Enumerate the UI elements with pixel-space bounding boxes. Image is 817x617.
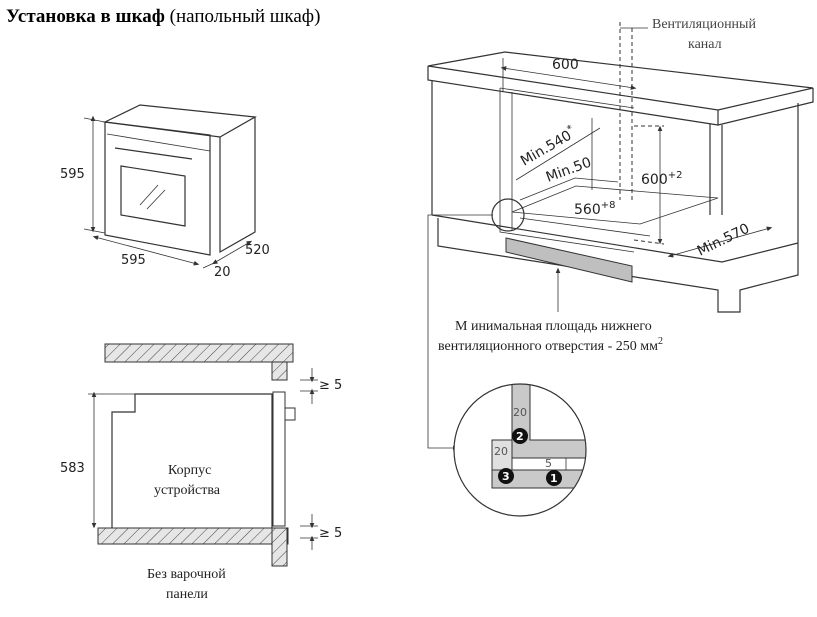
inner-width-label: 560+8: [574, 200, 615, 218]
niche-shelf: [511, 185, 719, 225]
marker-3: [498, 468, 514, 484]
min50-label: Min.50: [544, 155, 594, 186]
oven-top: [102, 104, 257, 138]
detail-5: 5: [545, 457, 552, 470]
depth-dim-line: [211, 240, 253, 265]
body-label-1: Корпус: [168, 463, 211, 478]
title-normal: (напольный шкаф): [169, 6, 321, 27]
oven-side: [219, 117, 256, 254]
note-label-1: Без варочной: [147, 567, 226, 582]
marker-3-label: 3: [502, 470, 510, 483]
note-label-2: панели: [166, 587, 208, 602]
detail-20-top: 20: [513, 406, 527, 419]
vent-area-label-2: вентиляционного отверстия - 250 мм2: [438, 336, 663, 354]
marker-2-label: 2: [516, 430, 524, 443]
marker-1-label: 1: [550, 472, 558, 485]
detail-20-left: 20: [494, 445, 508, 458]
oven-body-outline: [111, 393, 273, 528]
min570-label: Min.570: [695, 221, 752, 260]
oven-depth-label: 520: [245, 243, 270, 258]
vent-channel-label-1: Вентиляционный: [652, 17, 756, 32]
detail-floor-profile: [491, 469, 586, 489]
title-bold: Установка в шкаф: [6, 6, 165, 27]
min570-dim: [667, 226, 773, 258]
top-shelf: [104, 343, 294, 363]
cab-height-label: 600+2: [641, 170, 682, 188]
section-view: [88, 343, 318, 567]
gap-bottom-label: ≥ 5: [319, 526, 342, 541]
inner-width-dim: [519, 217, 651, 237]
oven-knob: [284, 407, 296, 421]
oven-height-label: 595: [60, 167, 85, 182]
oven-door: [272, 391, 286, 527]
body-label-2: устройства: [154, 483, 221, 498]
oven-door-label: 20: [214, 265, 231, 280]
vent-area-label-1: М инимальная площадь нижнего: [455, 319, 652, 334]
section-height-label: 583: [60, 461, 85, 476]
marker-2: [512, 428, 528, 444]
cabinet-isometric: [427, 22, 814, 451]
bottom-vent-slot: [505, 237, 633, 283]
marker-1: [546, 470, 562, 486]
detail-circle: [453, 383, 587, 517]
width-dim-line: [92, 235, 200, 266]
bottom-shelf: [97, 527, 289, 545]
oven-width-label: 595: [121, 253, 146, 268]
oven-window: [120, 165, 186, 227]
oven-isometric: [83, 104, 257, 269]
vent-channel-label-2: канал: [688, 37, 722, 52]
plinth: [437, 218, 799, 313]
page-title: Установка в шкаф (напольный шкаф): [6, 6, 320, 28]
cab-width-dim: [500, 66, 637, 90]
oven-handle: [114, 147, 193, 160]
detail-leader: [427, 214, 493, 451]
cab-width-label: 600: [552, 57, 579, 73]
oven-front: [104, 121, 211, 256]
detail-marker-circle: [491, 198, 525, 232]
gap-top-label: ≥ 5: [319, 378, 342, 393]
